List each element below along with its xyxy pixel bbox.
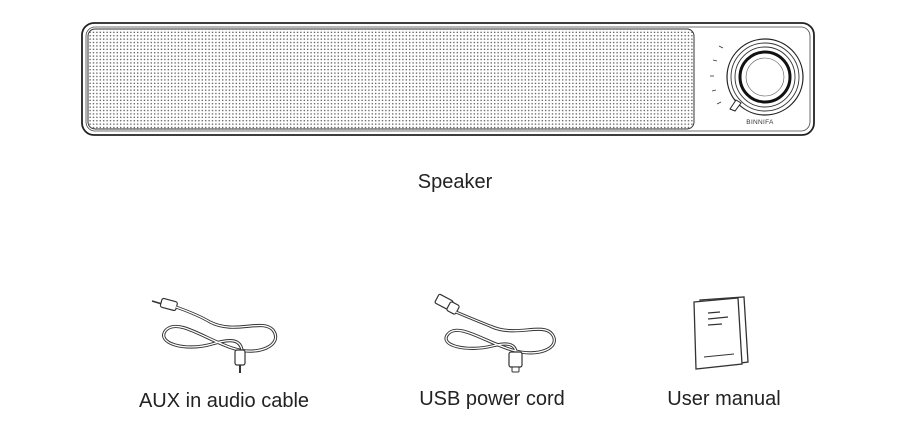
speaker-caption: Speaker: [417, 171, 493, 193]
speaker-brand-label: BINNIFA: [746, 119, 774, 126]
speaker-grille: [87, 28, 695, 130]
speaker-inner-frame: [85, 26, 811, 132]
volume-scale: [710, 45, 724, 105]
usb-cord-caption: USB power cord: [419, 388, 565, 410]
speaker-illustration: [81, 22, 815, 136]
manual-booklet-icon: [693, 296, 749, 370]
aux-cable-caption: AUX in audio cable: [138, 390, 310, 412]
user-manual-caption: User manual: [667, 388, 781, 410]
usb-cable-icon: [434, 293, 556, 373]
volume-knob-icon: [726, 38, 804, 116]
aux-cable-icon: [151, 297, 277, 373]
